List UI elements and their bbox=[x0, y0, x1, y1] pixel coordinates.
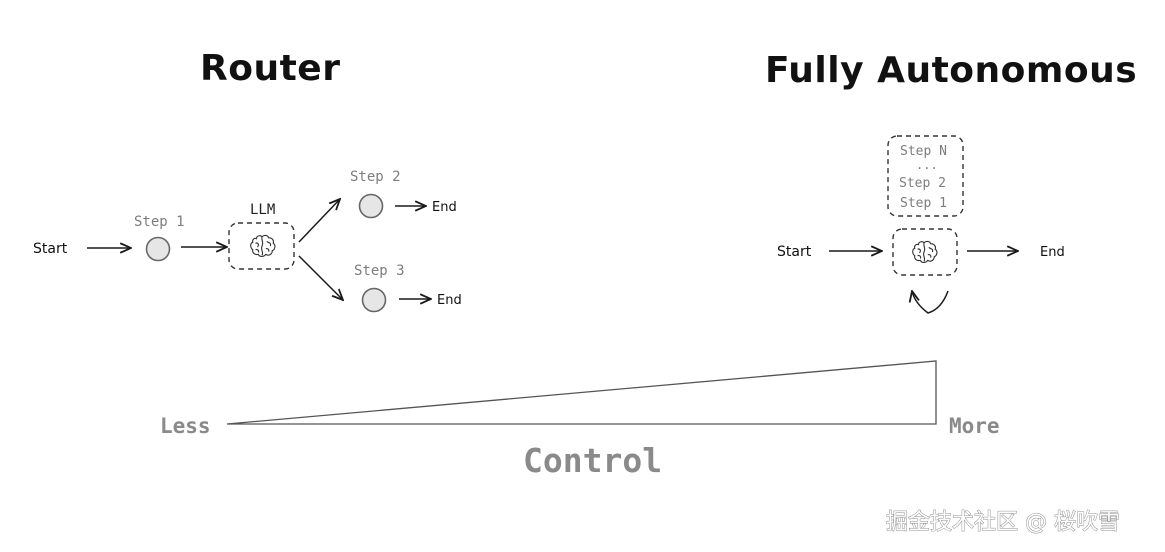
autonomous-start-label: Start bbox=[777, 244, 812, 260]
router-section: Router Start Step 1 LLM Step 2 End Step … bbox=[33, 48, 462, 313]
llm-to-step2-arrow bbox=[298, 199, 340, 243]
more-label: More bbox=[949, 414, 1000, 438]
step-2-label: Step 2 bbox=[899, 176, 946, 191]
control-scale: Less More Control bbox=[160, 360, 1000, 480]
step-1-label: Step 1 bbox=[900, 196, 947, 211]
router-step2-node bbox=[358, 193, 384, 219]
watermark: 掘金技术社区 @ 桜吹雪 bbox=[886, 510, 1120, 535]
less-label: Less bbox=[160, 414, 211, 438]
loop-arrow bbox=[912, 291, 949, 314]
autonomous-title: Fully Autonomous bbox=[765, 50, 1137, 91]
control-axis-label: Control bbox=[523, 441, 662, 480]
autonomous-section: Fully Autonomous Step N ... Step 2 Step … bbox=[765, 50, 1137, 314]
router-start-label: Start bbox=[33, 241, 68, 257]
router-title: Router bbox=[200, 48, 340, 89]
agent-llm-box bbox=[892, 228, 958, 276]
router-step1-label: Step 1 bbox=[134, 214, 185, 230]
steps-stack-box bbox=[887, 135, 964, 217]
llm-to-step3-arrow bbox=[298, 255, 343, 300]
router-end-bottom-label: End bbox=[437, 293, 462, 308]
router-step3-node bbox=[361, 287, 387, 313]
router-end-top-label: End bbox=[432, 200, 457, 215]
router-step2-label: Step 2 bbox=[350, 169, 401, 185]
llm-label: LLM bbox=[250, 202, 275, 218]
router-step3-label: Step 3 bbox=[354, 263, 405, 279]
step-n-label: Step N bbox=[900, 144, 947, 159]
router-step1-node bbox=[145, 236, 171, 262]
step-ellipsis-label: ... bbox=[916, 158, 938, 172]
control-wedge bbox=[226, 360, 937, 425]
autonomous-end-label: End bbox=[1040, 245, 1065, 260]
